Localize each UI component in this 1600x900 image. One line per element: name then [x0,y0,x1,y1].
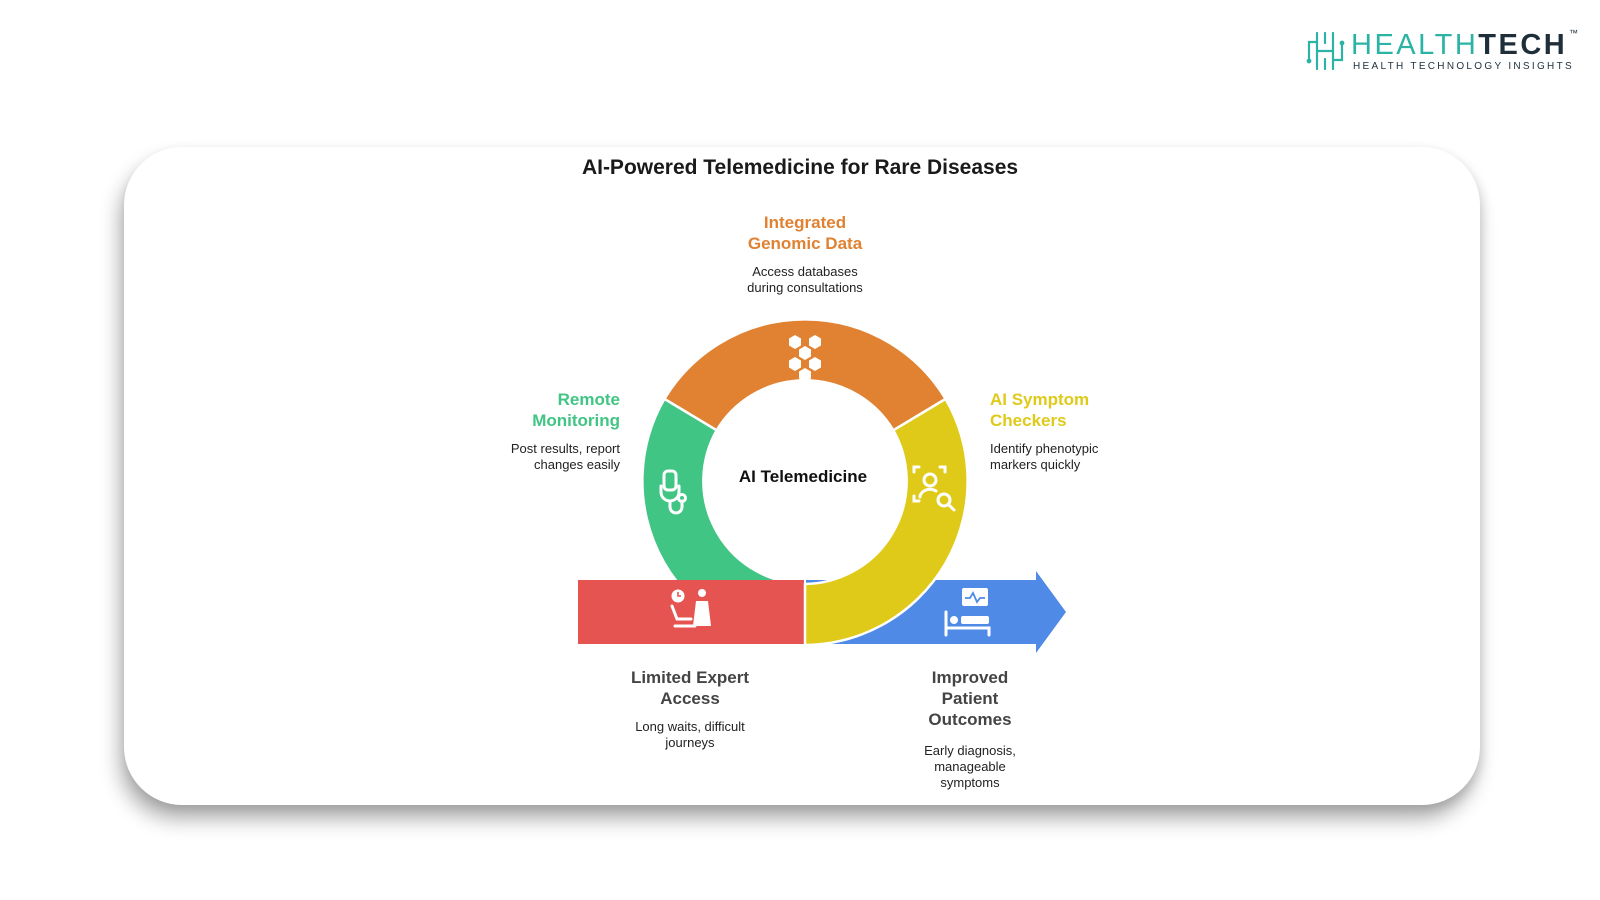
healthtech-logo: HEALTHTECH ™ HEALTH TECHNOLOGY INSIGHTS [1305,28,1595,76]
logo-tagline: HEALTH TECHNOLOGY INSIGHTS [1353,61,1574,72]
node-monitoring-desc: Post results, report changes easily [510,441,620,472]
hexagon-cluster-icon [789,335,821,382]
waiting-patient-icon [670,589,711,628]
face-scan-icon [912,465,956,512]
node-outcomes-desc: Early diagnosis, manageable symptoms [924,743,1016,790]
node-genomic-title: Integrated Genomic Data [747,213,863,253]
node-monitoring-title: Remote Monitoring [532,390,620,430]
patient-bed-monitor-icon [944,588,991,637]
diagram-card [124,147,1480,805]
logo-trademark: ™ [1569,28,1578,38]
center-label: AI Telemedicine [738,467,868,486]
ring-segment-symptom [803,397,969,647]
node-outcomes-title: Improved Patient Outcomes [928,668,1012,729]
node-symptom-title: AI Symptom Checkers [990,390,1090,430]
logo-wordmark: HEALTHTECH [1351,29,1568,61]
node-genomic-desc: Access databases during consultations [747,264,863,295]
bar-limited-access [578,580,805,644]
node-limited-desc: Long waits, difficult journeys [635,719,745,750]
logo-circuit-h-icon [1306,31,1345,71]
node-symptom-desc: Identify phenotypic markers quickly [990,441,1099,472]
node-limited-title: Limited Expert Access [630,668,750,708]
stethoscope-icon [659,469,687,515]
diagram-title: AI-Powered Telemedicine for Rare Disease… [581,156,1019,179]
